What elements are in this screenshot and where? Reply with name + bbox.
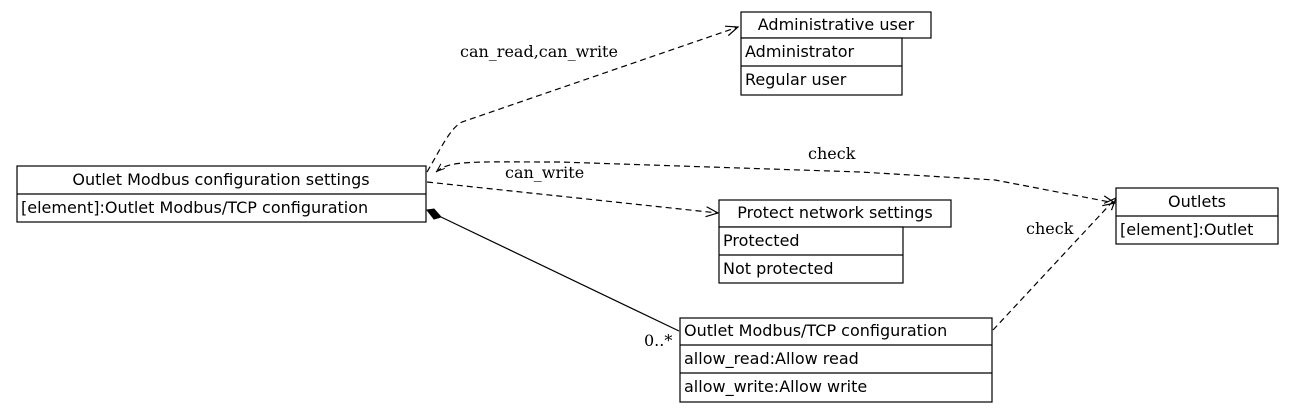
node-outlet-modbus-config-settings[interactable]: Outlet Modbus configuration settings [el… xyxy=(16,165,427,223)
edge-composition: 0..* xyxy=(426,208,680,350)
node-row: Not protected xyxy=(723,259,833,278)
composition-diamond xyxy=(426,208,442,220)
node-row: allow_read:Allow read xyxy=(684,349,859,369)
node-row: allow_write:Allow write xyxy=(684,377,867,397)
node-outlet-modbus-tcp-config[interactable]: Outlet Modbus/TCP configuration allow_re… xyxy=(679,317,993,403)
edge-label-can-read-can-write: can_read,can_write xyxy=(460,42,618,61)
edge-tcp-to-outlets: check xyxy=(992,198,1116,331)
node-protect-network-settings[interactable]: Protect network settings Protected Not p… xyxy=(718,199,952,284)
node-row: [element]:Outlet xyxy=(1120,220,1253,239)
node-administrative-user[interactable]: Administrative user Administrator Regula… xyxy=(740,11,932,96)
dashed-arrow-can-write xyxy=(426,181,718,213)
composition-line xyxy=(440,216,680,332)
edge-label-check-tcp: check xyxy=(1026,219,1074,238)
node-title: Outlet Modbus/TCP configuration xyxy=(684,321,947,340)
node-row: [element]:Outlet Modbus/TCP configuratio… xyxy=(21,198,368,217)
node-row: Protected xyxy=(723,231,800,250)
multiplicity-label: 0..* xyxy=(644,331,672,350)
edge-settings-to-protect: can_write xyxy=(426,163,718,213)
dashed-arrow-check-settings xyxy=(435,161,1115,203)
node-title-box xyxy=(740,11,932,39)
edge-label-check-settings: check xyxy=(808,144,856,163)
node-row: Regular user xyxy=(745,70,847,89)
dashed-arrow-check-tcp xyxy=(992,198,1116,331)
node-title: Administrative user xyxy=(758,15,915,34)
node-outlets[interactable]: Outlets [element]:Outlet xyxy=(1115,187,1279,245)
node-title: Outlets xyxy=(1168,192,1226,211)
edge-settings-to-admin: can_read,can_write xyxy=(426,27,738,173)
node-row: Administrator xyxy=(745,42,854,61)
edge-label-can-write: can_write xyxy=(505,163,584,182)
node-title: Outlet Modbus configuration settings xyxy=(72,170,369,189)
dashed-arrow-can-read-can-write xyxy=(426,27,738,173)
edge-settings-to-outlets: check xyxy=(435,144,1115,203)
node-box xyxy=(679,317,993,403)
node-title: Protect network settings xyxy=(737,203,933,222)
